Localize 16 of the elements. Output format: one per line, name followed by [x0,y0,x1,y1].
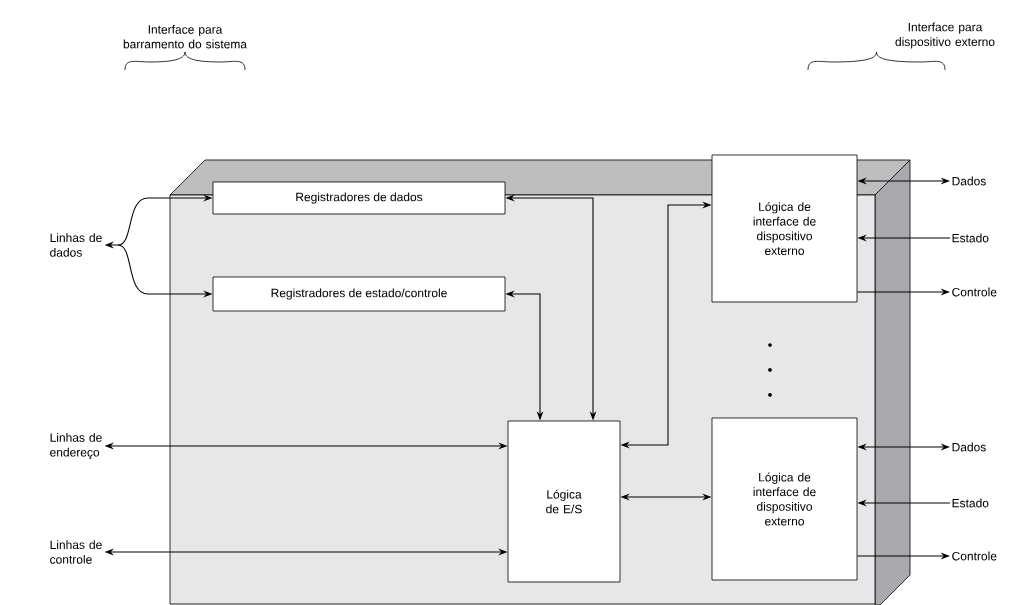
signal-label: Linhas de endereço [50,433,102,459]
process-box: Lógica de interface de dispositivo externo [711,417,858,581]
signal-label: Estado [952,498,989,508]
signal-label: Estado [952,233,989,243]
process-box: Lógica de interface de dispositivo externo [711,154,858,303]
heading-label: Interface para barramento do sistema [123,24,247,49]
signal-label: Dados [952,442,986,452]
heading-label: Interface para dispositivo externo [895,22,995,49]
signal-label: Dados [952,176,986,186]
process-box: Lógica de E/S [507,420,621,583]
signal-label: Controle [952,551,997,561]
process-box: Registradores de estado/controle [212,276,506,312]
signal-label: Linhas de controle [50,540,102,564]
signal-label: Linhas de dados [50,233,102,257]
signal-label: Controle [952,287,997,297]
process-box: Registradores de dados [212,181,506,215]
